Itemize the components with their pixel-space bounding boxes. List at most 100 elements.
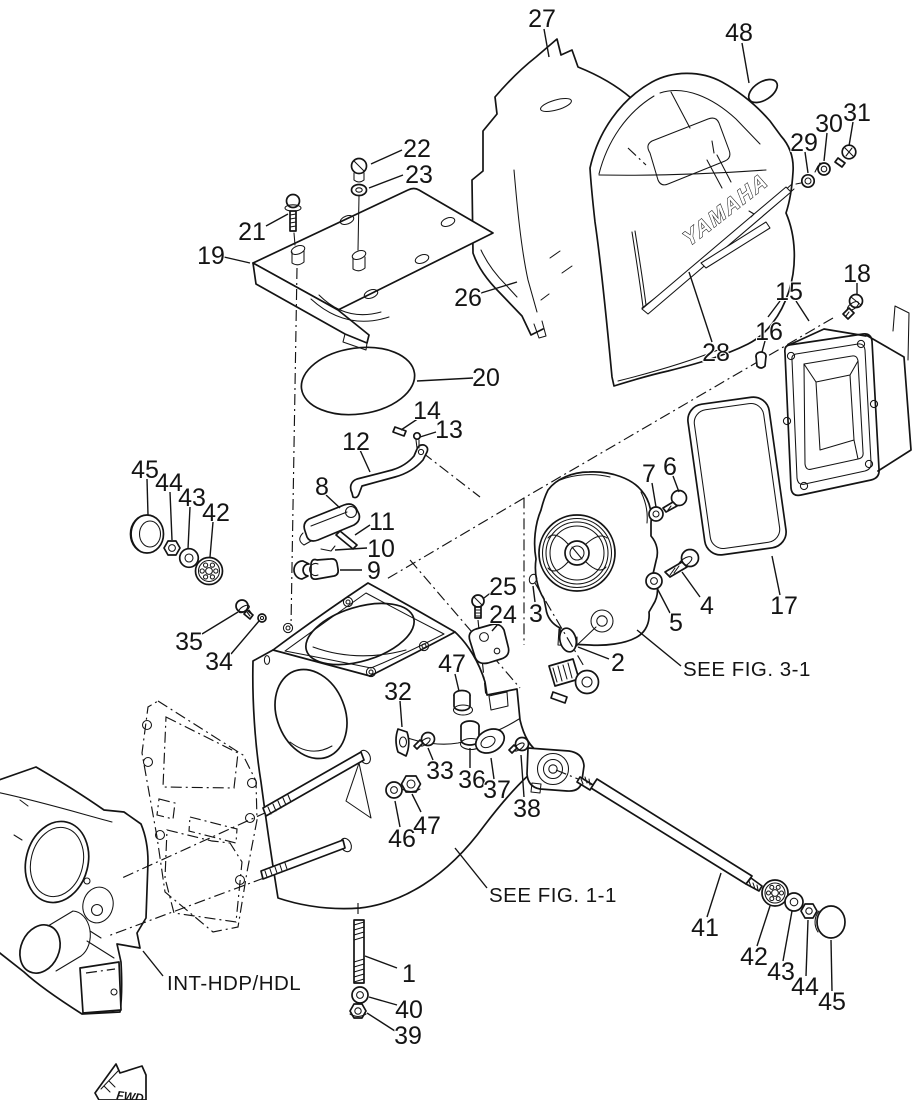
leader-line-15-1 [795, 300, 810, 322]
grommet-part47-upper [452, 689, 474, 716]
callout-2-1: 2 [611, 649, 625, 677]
screw-part22 [350, 157, 368, 183]
latch-part8 [299, 503, 361, 546]
leader-line-16 [761, 340, 766, 353]
washer-part40 [351, 986, 369, 1004]
int-gasket-plate [141, 700, 258, 933]
callout-39-38: 39 [394, 1022, 422, 1050]
callout-14-13: 14 [413, 397, 441, 425]
grommet-set-lower-right-parts42-45 [761, 879, 846, 939]
callout-38-37: 38 [513, 795, 541, 823]
see-fig-1-1-label: SEE FIG. 1-1 [489, 884, 617, 907]
leader-line-26 [480, 281, 518, 294]
leader-line-40 [368, 996, 398, 1006]
grommet-part36 [459, 720, 483, 751]
leader-line-17 [771, 555, 781, 596]
bolt-part6 [662, 489, 688, 513]
grommet-set-upper-left-parts42-45 [129, 514, 224, 586]
leader-line-4 [681, 571, 701, 598]
int-hdp-hdl-label: INT-HDP/HDL [167, 972, 301, 995]
air-box-gasket-part17 [687, 396, 787, 556]
leader-line-7 [651, 482, 657, 508]
leader-line-39 [366, 1012, 396, 1032]
callout-33-32: 33 [426, 757, 454, 785]
leader-line-31 [848, 121, 854, 147]
leader-line-38 [520, 754, 525, 798]
callout-18-17: 18 [843, 260, 871, 288]
leader-line-1 [364, 955, 398, 969]
bolt-part18 [842, 293, 864, 320]
callout-6-5: 6 [663, 453, 677, 481]
callout-22-21: 22 [403, 135, 431, 163]
leader-line-43 [187, 506, 191, 550]
fwd-marker-label: FWD [116, 1088, 145, 1100]
leader-line-47 [411, 793, 422, 813]
leader-line-48 [741, 42, 750, 84]
leader-line-42 [209, 521, 214, 558]
callout-17-16: 17 [770, 592, 798, 620]
hook-part9 [293, 557, 340, 581]
leader-line-20 [416, 377, 474, 382]
front-top-cowling-part26 [589, 72, 796, 387]
nut-part39 [349, 1003, 367, 1019]
top-plate-part19 [252, 187, 494, 351]
screw-part21 [284, 193, 302, 246]
callout-48-52: 48 [725, 19, 753, 47]
leader-line-6 [672, 475, 680, 493]
callout-43-46: 43 [767, 958, 795, 986]
leader-line-11 [354, 524, 371, 536]
callout-27-26: 27 [528, 5, 556, 33]
callout-31-30: 31 [843, 99, 871, 127]
emblem-part48 [747, 78, 779, 104]
leader-line-45 [146, 478, 149, 516]
callout-45-48: 45 [818, 988, 846, 1016]
pin [550, 691, 568, 704]
callout-28-27: 28 [702, 339, 730, 367]
callout-32-31: 32 [384, 678, 412, 706]
pin-part11 [335, 530, 358, 550]
leader-line-21 [265, 213, 289, 227]
bolt-part4 [664, 548, 700, 578]
leader-line-37 [490, 757, 495, 780]
carb-mount-small-parts [385, 689, 530, 799]
callout-40-39: 40 [395, 996, 423, 1024]
see-fig-3-1-label: SEE FIG. 3-1 [683, 658, 811, 681]
clip-part10 [320, 545, 336, 552]
washer-plate-part37 [474, 728, 506, 754]
assembly-centerlines [107, 147, 834, 937]
callout-7-6: 7 [642, 460, 656, 488]
leader-line-3 [532, 585, 536, 603]
leader-line-43 [782, 910, 793, 962]
leader-line-44 [169, 491, 173, 541]
leader-line-44 [805, 919, 809, 977]
fwd-marker: FWD [94, 1063, 147, 1100]
bolt-part35 [235, 599, 254, 620]
callout-26-25: 26 [454, 284, 482, 312]
tab-part32 [395, 728, 410, 757]
callout-41-40: 41 [691, 914, 719, 942]
leader-line-10 [334, 547, 368, 551]
leader-line-45 [830, 939, 833, 992]
shaft-part41 [576, 776, 763, 892]
callout-4-3: 4 [700, 592, 714, 620]
callout-45-44: 45 [131, 456, 159, 484]
leader-line-12 [359, 449, 371, 473]
screw-part38 [508, 736, 530, 754]
washer-part7 [648, 506, 664, 522]
leader-line-13 [419, 431, 437, 438]
callout-1-0: 1 [402, 960, 416, 988]
leader-line-41 [706, 872, 722, 918]
screw-part25 [471, 594, 485, 619]
leader-line-47 [454, 673, 460, 692]
callout-21-20: 21 [238, 218, 266, 246]
screw-part33 [413, 731, 436, 750]
callout-42-45: 42 [740, 943, 768, 971]
callout-43-42: 43 [178, 484, 206, 512]
studs [260, 751, 365, 880]
callout-12-11: 12 [342, 428, 370, 456]
leader-line-14 [400, 417, 420, 431]
screw-part13 [412, 431, 422, 449]
leader-line-22 [370, 149, 403, 165]
callout-23-22: 23 [405, 161, 433, 189]
